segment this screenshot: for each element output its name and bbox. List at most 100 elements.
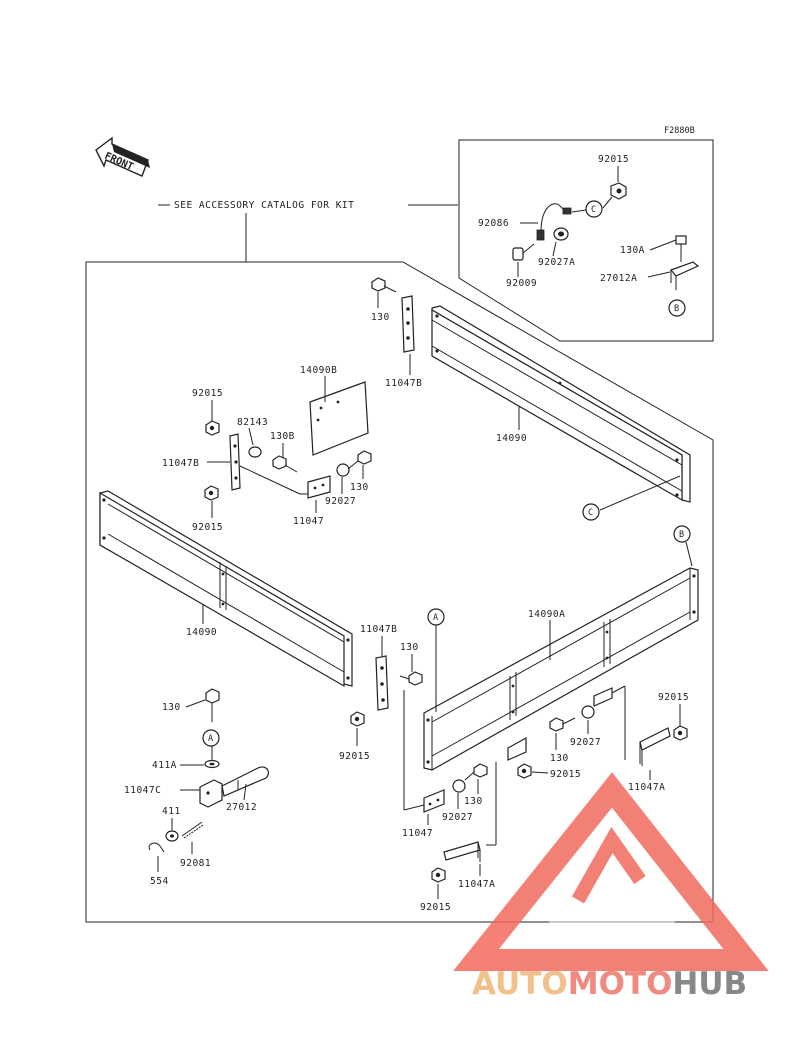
ref-c-main: C	[588, 508, 593, 518]
label-11047b-left: 11047B	[162, 458, 199, 469]
rail-14090a	[423, 567, 699, 771]
label-554: 554	[150, 876, 169, 887]
collar-92027a	[553, 227, 569, 241]
ref-circle-c-main	[582, 503, 600, 521]
label-27012: 27012	[226, 802, 257, 813]
label-92015-left2: 92015	[192, 522, 223, 533]
plate-14090b	[309, 381, 369, 456]
watermark-logo	[453, 772, 769, 971]
label-92015-right2: 92015	[550, 769, 581, 780]
ref-a-main: A	[433, 613, 438, 623]
main-frame	[85, 261, 714, 923]
bushing-82143	[248, 446, 262, 458]
label-130-top: 130	[371, 312, 390, 323]
label-92027a: 92027A	[538, 257, 575, 268]
rail-14090-left	[99, 490, 353, 688]
bracket-11047-mid	[307, 475, 331, 499]
label-92086: 92086	[478, 218, 509, 229]
label-82143: 82143	[237, 417, 268, 428]
label-411a: 411A	[152, 760, 177, 771]
bracket-11047c	[199, 779, 223, 808]
bolt-130-mid	[347, 450, 372, 470]
ref-circle-b-inset	[668, 299, 686, 317]
label-130-hitch: 130	[162, 702, 181, 713]
label-11047c: 11047C	[124, 785, 161, 796]
label-14090a: 14090A	[528, 609, 565, 620]
bolt-130-low	[464, 763, 488, 781]
label-11047a-right: 11047A	[628, 782, 665, 793]
watermark-hub: HUB	[672, 966, 747, 1002]
nut-92015-left2	[204, 485, 219, 501]
bracket-11047b-center	[375, 655, 389, 711]
nut-92015-center	[350, 711, 365, 727]
label-130-center: 130	[400, 642, 419, 653]
collar-92027-mid	[336, 463, 350, 477]
washer-411	[165, 830, 179, 842]
collar-92027-low	[452, 779, 466, 793]
bolt-130-top	[371, 277, 397, 293]
bracket-11047a-low	[443, 841, 481, 862]
accessory-callout: SEE ACCESSORY CATALOG FOR KIT	[174, 200, 354, 211]
screw-92009	[512, 243, 535, 261]
label-92015-inset: 92015	[598, 154, 629, 165]
bracket-upper-right	[593, 687, 613, 707]
nut-92015-right	[673, 725, 688, 741]
label-92027-mid: 92027	[325, 496, 356, 507]
label-14090-top: 14090	[496, 433, 527, 444]
inset-frame	[458, 139, 714, 342]
nut-92015-left	[205, 420, 220, 436]
bolt-130-right	[549, 717, 576, 732]
label-92015-center: 92015	[339, 751, 370, 762]
label-92081: 92081	[180, 858, 211, 869]
bracket-11047a-right	[639, 727, 671, 766]
bolt-130b	[272, 455, 298, 473]
bolt-130-hitch	[205, 688, 220, 722]
ref-b-inset: B	[674, 304, 679, 314]
label-14090b: 14090B	[300, 365, 337, 376]
label-130-mid: 130	[350, 482, 369, 493]
bracket-27012a	[669, 261, 700, 290]
ref-a-hitch: A	[208, 734, 213, 744]
label-130a: 130A	[620, 245, 645, 256]
label-27012a: 27012A	[600, 273, 637, 284]
washer-411a	[204, 759, 220, 769]
label-92027-right: 92027	[570, 737, 601, 748]
ref-circle-a-hitch	[202, 729, 220, 747]
label-92015-right: 92015	[658, 692, 689, 703]
label-92009: 92009	[506, 278, 537, 289]
hitch-pin-27012	[221, 766, 270, 797]
label-11047a-low: 11047A	[458, 879, 495, 890]
clip-554	[148, 842, 165, 853]
label-92027-low: 92027	[442, 812, 473, 823]
diagram-ref-code: F2880B	[664, 126, 695, 136]
label-130-right: 130	[550, 753, 569, 764]
ref-circle-c-inset	[585, 200, 603, 218]
label-130b: 130B	[270, 431, 295, 442]
watermark-text: AUTOMOTOHUB	[472, 966, 747, 1002]
label-11047b-top: 11047B	[385, 378, 422, 389]
bracket-lower-center	[507, 736, 527, 761]
label-14090-left: 14090	[186, 627, 217, 638]
watermark-auto: AUTO	[472, 966, 568, 1002]
label-130-low: 130	[464, 796, 483, 807]
ref-b-main: B	[679, 530, 684, 540]
bolt-92081	[181, 821, 204, 839]
bracket-11047b-top	[401, 295, 415, 353]
label-11047-mid: 11047	[293, 516, 324, 527]
label-11047b-center: 11047B	[360, 624, 397, 635]
bracket-11047b-left	[229, 433, 241, 491]
bolt-130a	[675, 235, 687, 262]
collar-92027-right	[581, 705, 595, 719]
label-11047-low: 11047	[402, 828, 433, 839]
label-411: 411	[162, 806, 181, 817]
nut-92015-right2	[517, 763, 532, 779]
bolt-130-center	[399, 671, 423, 686]
bracket-11047-low	[423, 789, 445, 813]
wire-92086	[536, 203, 572, 241]
ref-c-inset: C	[591, 205, 596, 215]
watermark-moto: MOTO	[568, 966, 673, 1002]
label-92015-left: 92015	[192, 388, 223, 399]
ref-circle-b-main	[673, 525, 691, 543]
rail-14090-top	[431, 305, 691, 503]
